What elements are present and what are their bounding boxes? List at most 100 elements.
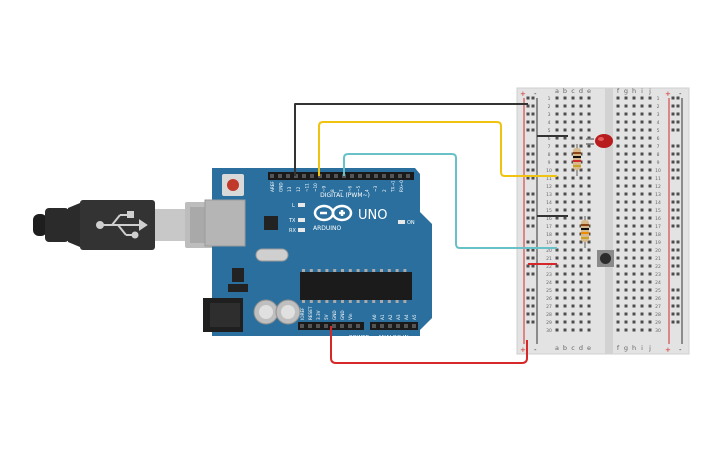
breadboard-hole (563, 200, 567, 204)
breadboard-hole (616, 248, 620, 252)
rail-hole (531, 304, 535, 308)
rail-hole (531, 248, 535, 252)
chip-pin (364, 300, 368, 303)
breadboard-hole (632, 256, 636, 260)
breadboard-hole (640, 144, 644, 148)
row-label: 3 (548, 112, 551, 118)
breadboard-hole (616, 128, 620, 132)
wire-yellow-pin12[interactable] (318, 121, 557, 177)
breadboard-hole (640, 176, 644, 180)
rail-hole (676, 312, 680, 316)
breadboard-hole (571, 256, 575, 260)
rail-hole (526, 96, 530, 100)
wire-red-5v[interactable] (330, 326, 528, 364)
breadboard-hole (579, 184, 583, 188)
breadboard-hole (587, 112, 591, 116)
breadboard-hole (648, 120, 652, 124)
led[interactable] (586, 134, 613, 148)
rail-hole (526, 120, 530, 124)
breadboard-hole (616, 104, 620, 108)
rail-hole (531, 120, 535, 124)
rail-plus-bottom-right: + (665, 346, 671, 354)
breadboard-hole (616, 96, 620, 100)
breadboard-hole (555, 280, 559, 284)
breadboard-hole (587, 272, 591, 276)
breadboard-hole (640, 192, 644, 196)
rail-hole (676, 112, 680, 116)
breadboard-hole (632, 240, 636, 244)
rail-minus-bottom-right: - (679, 346, 682, 354)
breadboard-hole (555, 144, 559, 148)
breadboard-hole (640, 240, 644, 244)
atmega-chip (300, 272, 412, 300)
pushbutton[interactable] (597, 250, 614, 267)
breadboard-hole (648, 176, 652, 180)
breadboard-hole (563, 328, 567, 332)
breadboard-hole (624, 168, 628, 172)
breadboard-hole (632, 208, 636, 212)
row-label: 11 (546, 176, 552, 182)
row-label: 17 (655, 224, 661, 230)
rail-hole (671, 216, 675, 220)
breadboard-hole (640, 280, 644, 284)
breadboard-hole (571, 176, 575, 180)
breadboard-hole (632, 312, 636, 316)
breadboard-hole (563, 216, 567, 220)
power-pin-label: RESET (308, 306, 313, 320)
breadboard-hole (648, 240, 652, 244)
resistor-1[interactable] (573, 144, 581, 176)
analog-pin-label: A0 (372, 314, 377, 320)
column-label-bottom: b (563, 344, 567, 352)
reset-button[interactable] (227, 179, 239, 191)
breadboard-hole (555, 216, 559, 220)
rail-plus-top-right: + (665, 90, 671, 98)
analog-header[interactable] (370, 322, 418, 330)
breadboard-hole (632, 128, 636, 132)
breadboard-hole (616, 288, 620, 292)
chip-pin (325, 269, 329, 272)
row-label: 4 (657, 120, 660, 126)
breadboard-hole (640, 208, 644, 212)
wire-black-gnd[interactable] (294, 103, 528, 176)
breadboard-hole (571, 240, 575, 244)
breadboard-hole (587, 192, 591, 196)
breadboard-hole (632, 160, 636, 164)
rail-hole (676, 304, 680, 308)
header-hole (350, 174, 354, 178)
rail-hole (676, 120, 680, 124)
breadboard-hole (648, 96, 652, 100)
breadboard-hole (579, 216, 583, 220)
digital-label: DIGITAL (PWM~) (320, 192, 370, 199)
header-hole (270, 174, 274, 178)
breadboard-hole (624, 176, 628, 180)
rail-hole (676, 208, 680, 212)
row-label: 10 (655, 168, 661, 174)
breadboard-hole (563, 168, 567, 172)
digital-pin-label: ~11 (304, 183, 309, 192)
breadboard-hole (571, 144, 575, 148)
breadboard-hole (616, 192, 620, 196)
breadboard-hole (587, 264, 591, 268)
breadboard-hole (555, 160, 559, 164)
on-led (398, 220, 405, 224)
wire-cyan-pin8[interactable] (343, 153, 557, 249)
breadboard-hole (571, 184, 575, 188)
breadboard-hole (587, 152, 591, 156)
resistor-2[interactable] (581, 216, 589, 248)
digital-header[interactable] (268, 172, 414, 180)
breadboard-hole (563, 264, 567, 268)
breadboard-hole (616, 176, 620, 180)
rail-hole (526, 288, 530, 292)
breadboard-hole (579, 256, 583, 260)
rail-minus-bottom-left: - (534, 346, 537, 354)
breadboard-hole (632, 144, 636, 148)
column-label-bottom: g (624, 344, 628, 352)
row-label: 7 (548, 144, 551, 150)
rx-led (298, 228, 305, 232)
rail-hole (531, 240, 535, 244)
rail-hole (676, 144, 680, 148)
chip-pin (348, 269, 352, 272)
